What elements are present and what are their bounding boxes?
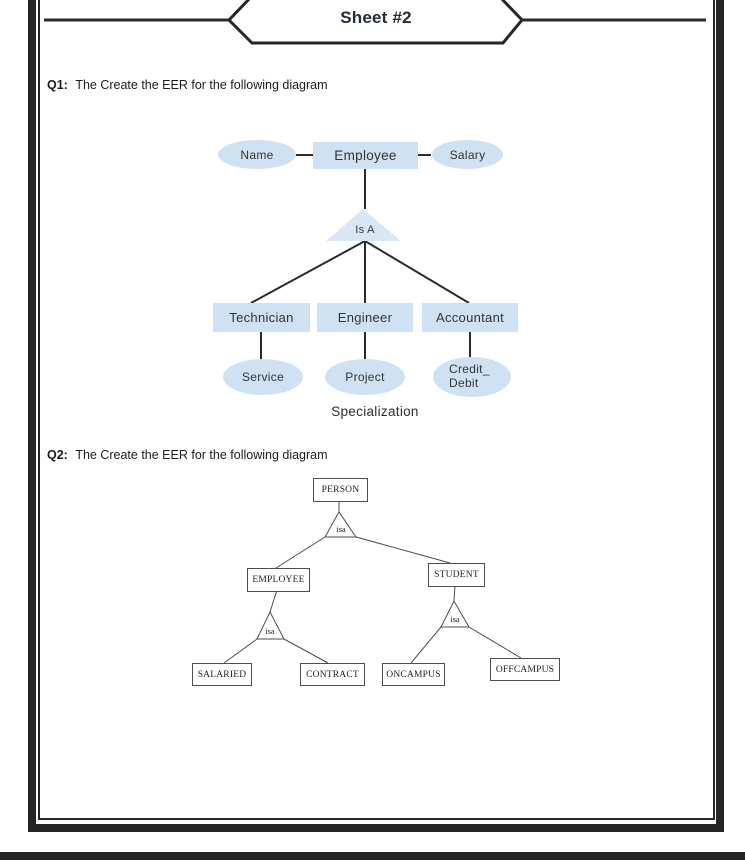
isa-triangle-label: Is A	[355, 224, 375, 236]
question-2-heading: Q2: The Create the EER for the following…	[47, 448, 328, 464]
question-1-heading: Q1: The Create the EER for the following…	[47, 78, 328, 94]
attribute-credit-debit-ellipse: Credit_ Debit	[433, 357, 511, 397]
entity-salaried-box: SALARIED	[192, 663, 252, 686]
question-2-number: Q2:	[47, 448, 68, 462]
entity-person-box: PERSON	[313, 478, 368, 502]
entity-engineer: Engineer	[317, 303, 413, 332]
isa1-label: isa	[336, 524, 346, 534]
page-border-outer	[28, 0, 724, 832]
entity-accountant: Accountant	[422, 303, 518, 332]
attribute-salary-ellipse: Salary	[432, 140, 503, 169]
entity-employee: Employee	[313, 142, 418, 169]
page-border-inner	[38, 0, 715, 820]
credit-debit-line2: Debit	[449, 376, 479, 390]
diagram1-caption: Specialization	[331, 403, 419, 419]
entity-contract-box: CONTRACT	[300, 663, 365, 686]
page-bottom-separator	[0, 852, 745, 860]
banner-title: Sheet #2	[340, 8, 412, 27]
isa2-label: isa	[265, 626, 275, 636]
credit-debit-line1: Credit_	[449, 362, 490, 377]
entity-oncampus-box: ONCAMPUS	[382, 663, 445, 686]
question-1-text: The Create the EER for the following dia…	[75, 78, 328, 92]
question-1-number: Q1:	[47, 78, 68, 92]
attribute-service-ellipse: Service	[223, 359, 303, 395]
entity-student-box: STUDENT	[428, 563, 485, 587]
attribute-name-ellipse: Name	[218, 140, 296, 169]
entity-employee-box: EMPLOYEE	[247, 568, 310, 592]
attribute-project-ellipse: Project	[325, 359, 405, 395]
isa3-label: isa	[450, 614, 460, 624]
entity-technician: Technician	[213, 303, 310, 332]
question-2-text: The Create the EER for the following dia…	[75, 448, 328, 462]
entity-offcampus-box: OFFCAMPUS	[490, 658, 560, 681]
